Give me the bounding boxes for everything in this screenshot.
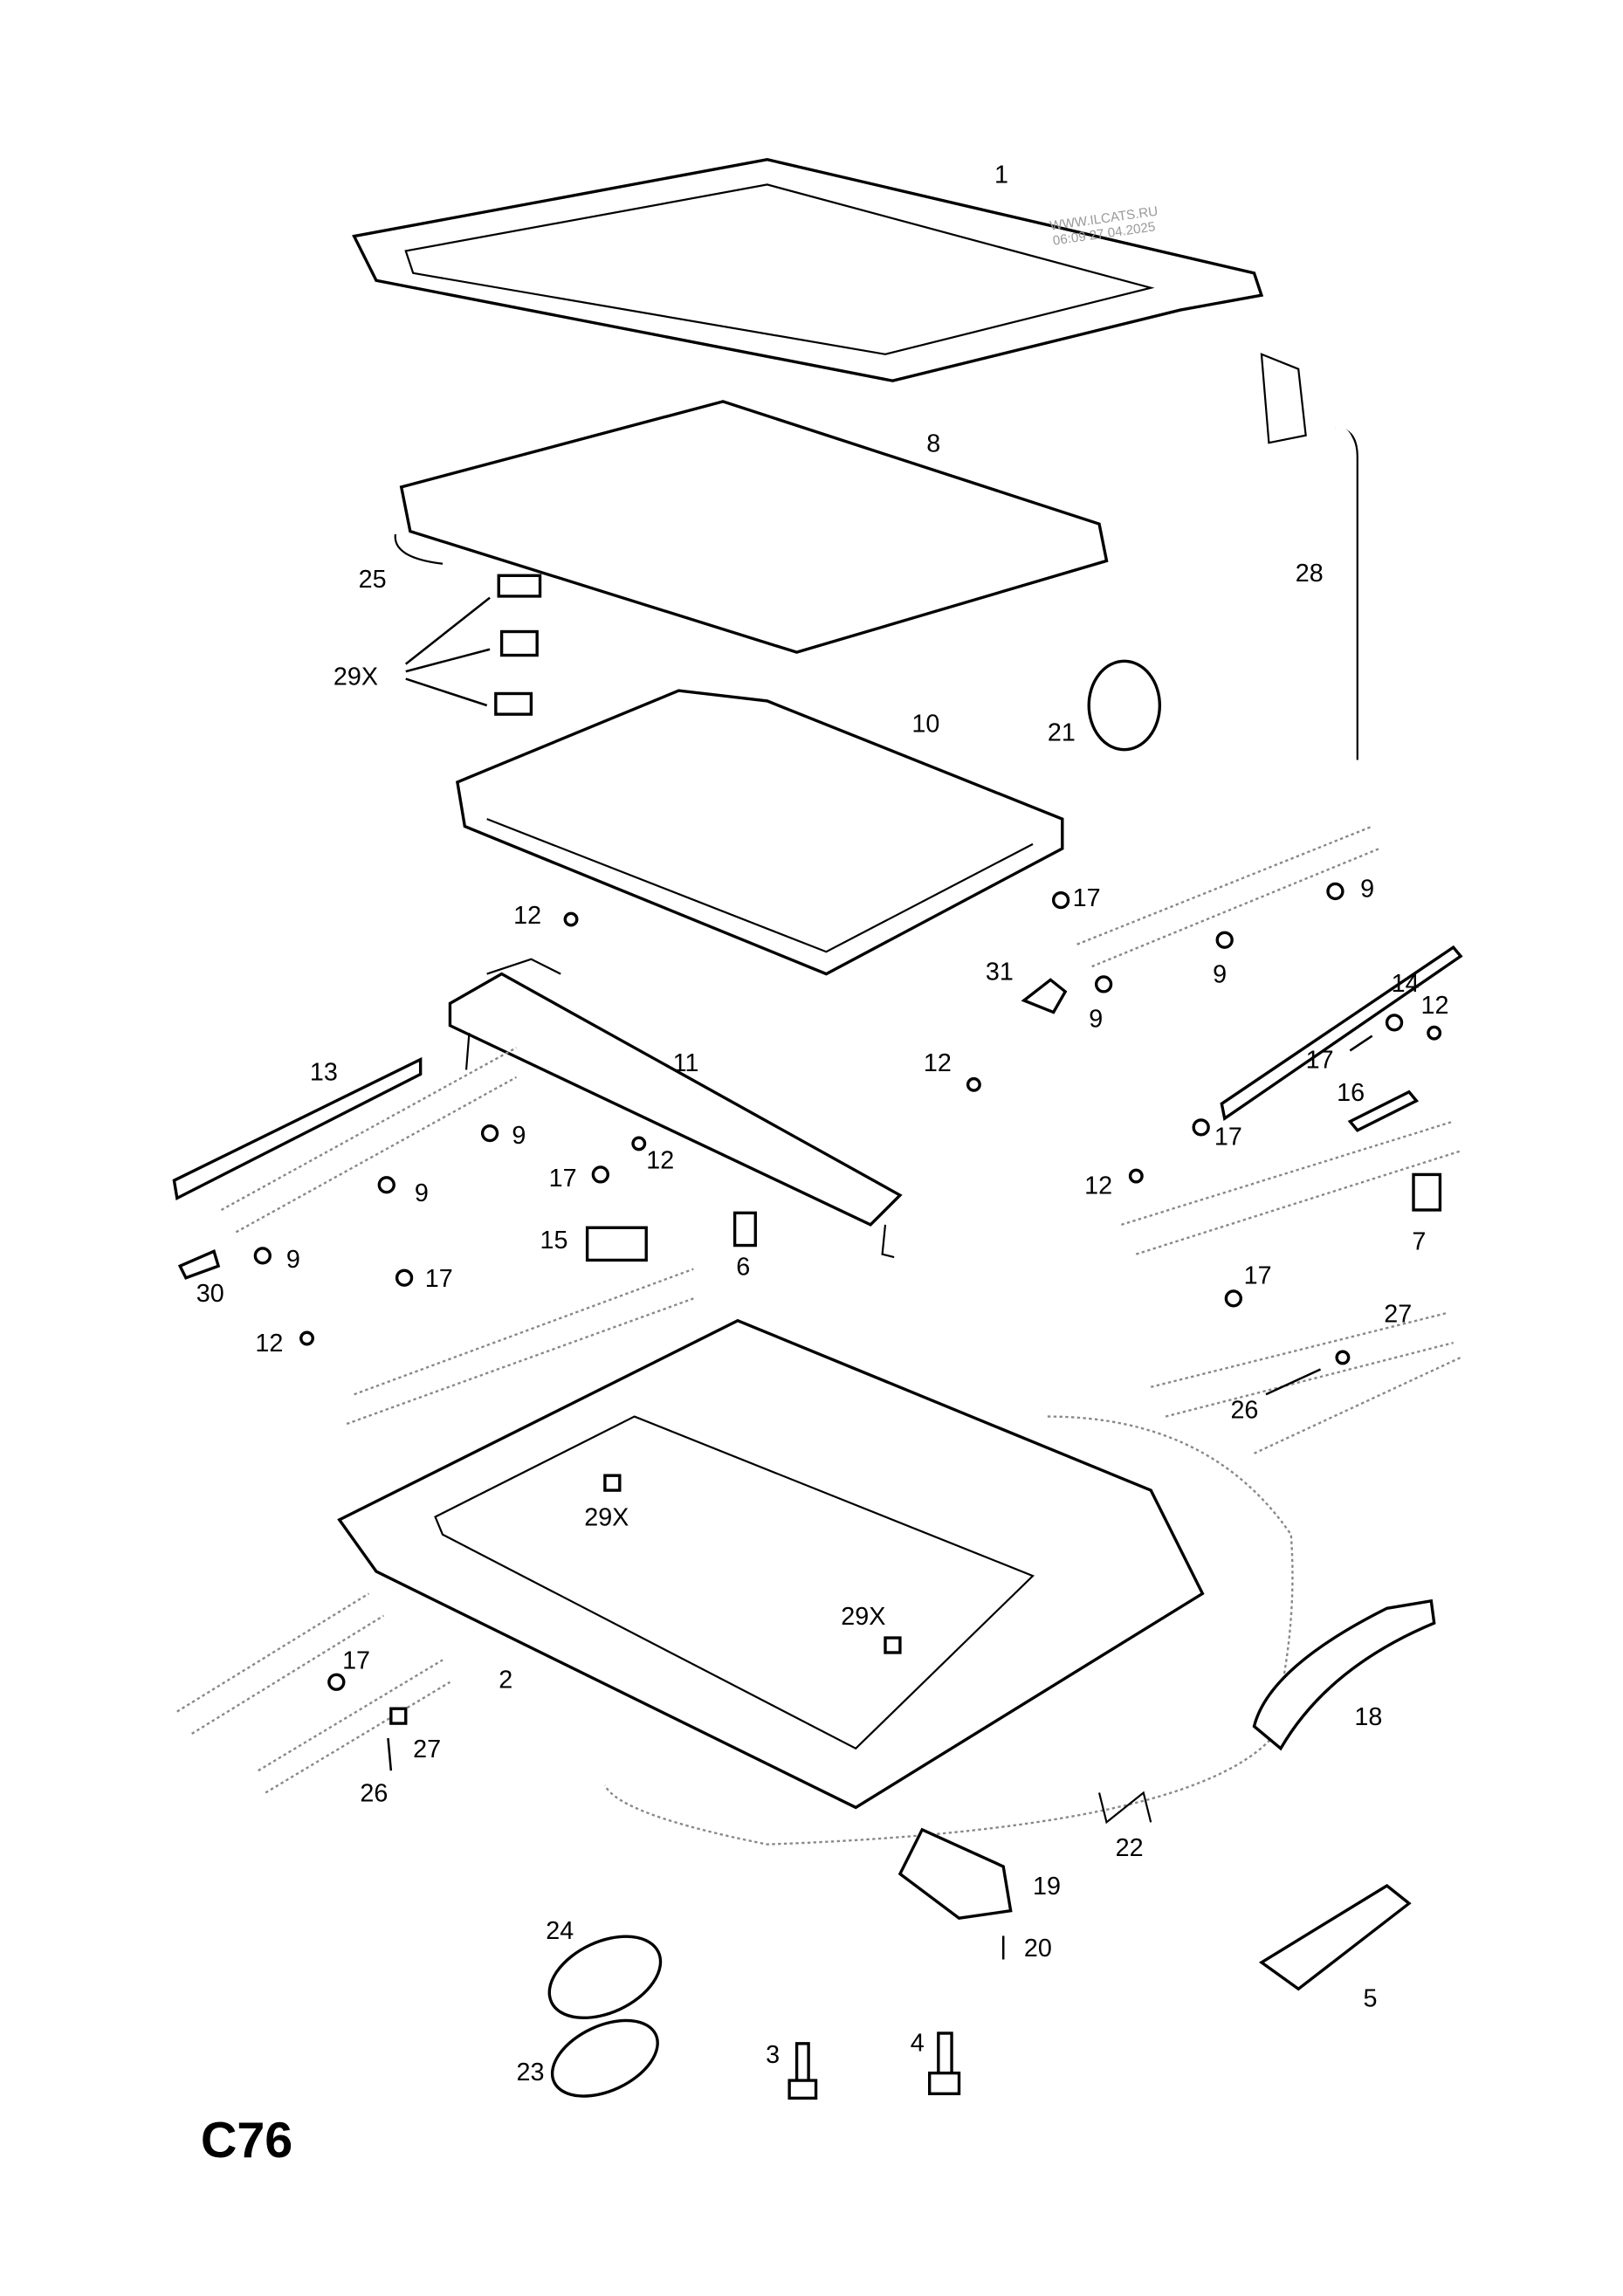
part-6-bracket [732, 1211, 757, 1248]
label-31: 31 [986, 958, 1014, 986]
label-7: 7 [1412, 1228, 1426, 1256]
label-16: 16 [1337, 1079, 1365, 1107]
label-12: 12 [255, 1330, 283, 1358]
label-1: 1 [994, 162, 1008, 189]
part-11-front-rail [448, 958, 903, 1259]
label-27: 27 [413, 1736, 441, 1763]
label-29x: 29X [841, 1603, 885, 1631]
label-12: 12 [646, 1147, 674, 1175]
part-8-glass-panel [399, 400, 1109, 654]
label-26: 26 [360, 1780, 388, 1808]
fasteners [253, 882, 1442, 1725]
label-20: 20 [1024, 1935, 1052, 1963]
label-22: 22 [1116, 1834, 1144, 1862]
label-29x: 29X [334, 663, 378, 691]
part-16-slider [1347, 1090, 1420, 1132]
part-22-spring [1097, 1791, 1152, 1825]
part-14-right-slider [1220, 945, 1463, 1122]
label-9: 9 [1360, 876, 1374, 904]
rear-right-mechanism [1150, 1312, 1461, 1454]
label-17: 17 [1306, 1047, 1334, 1075]
callout-labels: 1 8 25 29X 28 21 10 12 17 9 31 9 9 14 12… [196, 162, 1449, 2086]
label-11: 11 [673, 1049, 699, 1077]
rear-left-mechanism [176, 1592, 451, 1794]
right-guide-rail [1076, 825, 1461, 1255]
label-21: 21 [1048, 719, 1076, 747]
label-12: 12 [1084, 1172, 1112, 1200]
label-18: 18 [1354, 1703, 1382, 1731]
label-8: 8 [926, 430, 940, 457]
label-12: 12 [1420, 992, 1448, 1020]
label-19: 19 [1033, 1873, 1061, 1901]
label-9: 9 [286, 1246, 300, 1274]
part-10-headliner-panel [456, 689, 1064, 976]
label-17: 17 [342, 1647, 370, 1675]
label-13: 13 [310, 1058, 338, 1086]
label-26: 26 [1230, 1396, 1258, 1424]
part-28-drain-tube [1260, 353, 1358, 760]
label-15: 15 [540, 1227, 568, 1255]
left-guide-rail [220, 1047, 694, 1426]
label-24: 24 [546, 1917, 574, 1945]
label-17: 17 [549, 1165, 577, 1193]
label-12: 12 [924, 1049, 952, 1077]
part-23-switch [550, 2018, 659, 2098]
part-31-clip [1021, 978, 1068, 1014]
part-19-motor [897, 1827, 1013, 1920]
label-30: 30 [196, 1280, 224, 1308]
part-15-bracket [585, 1226, 648, 1262]
part-5-cover [1258, 1883, 1412, 1991]
part-18-trim [1252, 1598, 1436, 1751]
label-17: 17 [425, 1265, 453, 1293]
label-9: 9 [1089, 1005, 1103, 1033]
label-28: 28 [1296, 560, 1324, 588]
label-4: 4 [911, 2029, 925, 2057]
label-14: 14 [1392, 970, 1420, 998]
label-27: 27 [1384, 1300, 1412, 1328]
part-7-bracket [1412, 1172, 1442, 1212]
part-21-plug [1087, 659, 1162, 752]
label-25: 25 [359, 566, 387, 594]
label-9: 9 [415, 1179, 429, 1207]
label-10: 10 [911, 710, 939, 738]
part-4-bolt [928, 2031, 961, 2095]
label-12: 12 [513, 902, 541, 930]
label-9: 9 [512, 1122, 526, 1150]
part-24-switch-bezel [547, 1935, 663, 2020]
diagram-code: C76 [201, 2113, 292, 2169]
label-3: 3 [766, 2041, 780, 2069]
part-3-bolt [787, 2042, 818, 2100]
label-17: 17 [1073, 884, 1101, 912]
label-5: 5 [1364, 1985, 1378, 2013]
label-29x: 29X [584, 1504, 629, 1532]
label-17: 17 [1244, 1261, 1272, 1289]
part-13-left-slider [172, 1056, 423, 1201]
label-2: 2 [499, 1667, 512, 1695]
label-6: 6 [736, 1253, 750, 1281]
part-29x-clips [404, 574, 542, 716]
label-9: 9 [1213, 961, 1227, 989]
part-1-frame [352, 157, 1264, 382]
label-17: 17 [1214, 1124, 1242, 1151]
part-30-clip [177, 1248, 221, 1280]
part-2-cassette-frame [337, 1318, 1294, 1846]
label-23: 23 [516, 2059, 544, 2086]
part-25-seal [394, 533, 444, 565]
